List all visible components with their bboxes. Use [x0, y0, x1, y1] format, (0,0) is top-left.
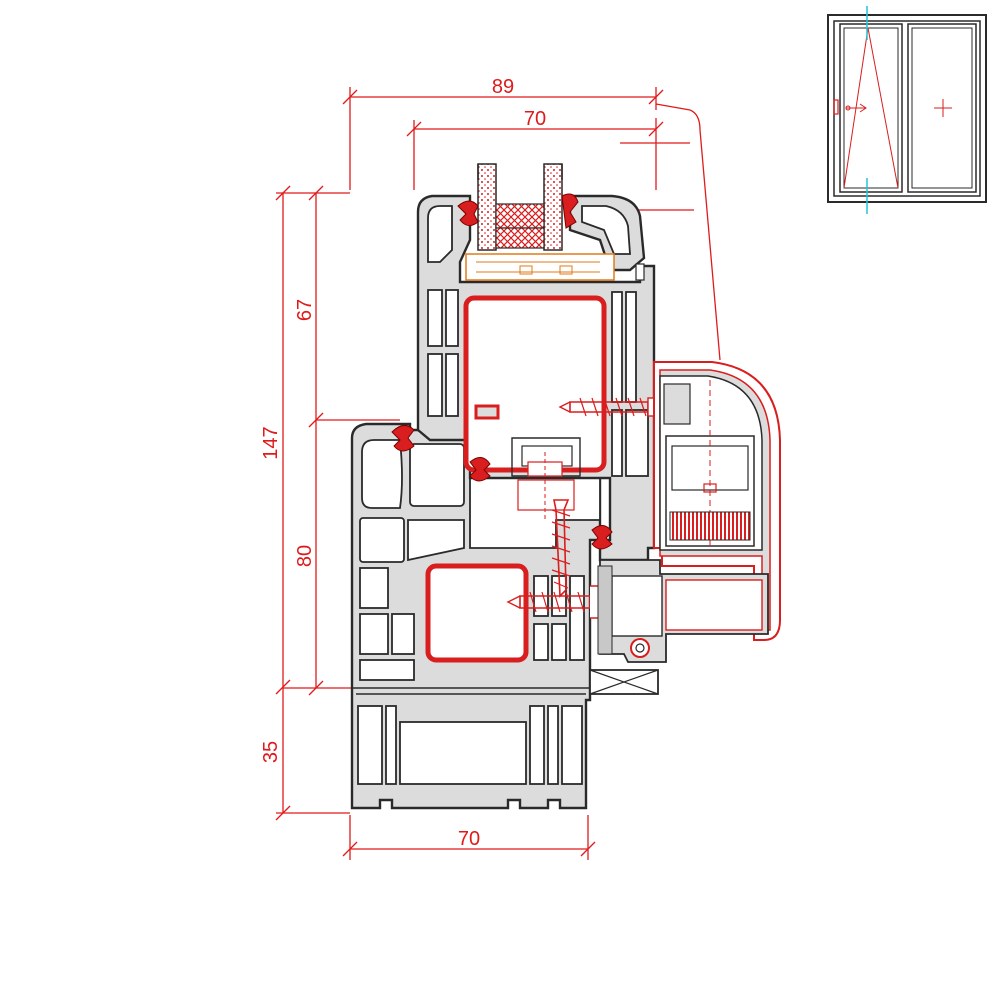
dim-bottom-width: 70	[458, 828, 480, 850]
gaskets	[391, 193, 645, 550]
dimension-lines	[275, 87, 721, 860]
insulated-glass-unit	[477, 163, 563, 251]
dim-left-total: 147	[260, 426, 282, 459]
fittings-and-screws	[506, 397, 663, 619]
dim-top-overall: 89	[492, 76, 514, 98]
window-type-icon	[827, 6, 987, 214]
dim-left-base: 35	[260, 741, 282, 763]
dim-top-inner: 70	[524, 108, 546, 130]
dim-left-sash: 67	[294, 299, 316, 321]
external-guide-rail	[589, 361, 781, 695]
dim-left-frame: 80	[294, 545, 316, 567]
